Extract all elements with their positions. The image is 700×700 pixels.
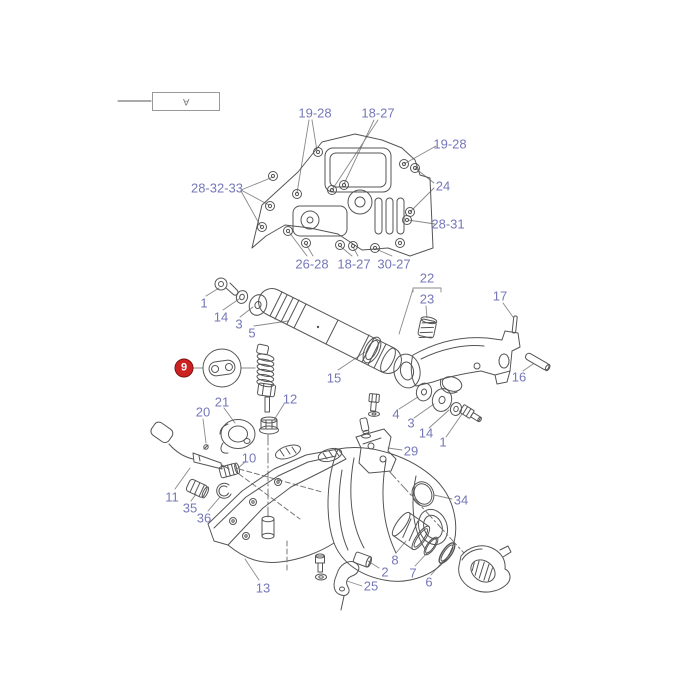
bushing-8 — [391, 511, 431, 551]
part-label-19-28-left[interactable]: 19-28 — [298, 105, 332, 121]
part-label-6[interactable]: 6 — [425, 574, 433, 590]
part-label-30-27[interactable]: 30-27 — [377, 256, 411, 272]
part-label-8[interactable]: 8 — [391, 552, 399, 568]
part-drawing-rocker-arm — [393, 315, 551, 423]
part-label-26-28[interactable]: 26-28 — [295, 256, 329, 272]
drawing-number-box: 1-WP-51-009-A — [152, 92, 220, 111]
part-label-18-27-top[interactable]: 18-27 — [361, 105, 395, 121]
part-label-4[interactable]: 4 — [392, 406, 400, 422]
part-label-13[interactable]: 13 — [255, 580, 271, 596]
part-drawing-ring-36 — [216, 482, 232, 499]
part-drawing-cover-plate-21 — [203, 419, 256, 454]
part-drawing-rockshaft — [214, 277, 402, 374]
nut-12 — [259, 416, 279, 435]
part-label-35[interactable]: 35 — [182, 500, 198, 516]
part-label-17[interactable]: 17 — [492, 288, 508, 304]
part-drawing-seal-group — [388, 470, 512, 593]
part-label-15[interactable]: 15 — [326, 370, 342, 386]
part-drawing-cable-11 — [150, 421, 230, 470]
part-label-21[interactable]: 21 — [214, 394, 230, 410]
snap-ring-6 — [438, 542, 456, 564]
part-label-29[interactable]: 29 — [403, 443, 419, 459]
ring-7 — [423, 536, 439, 556]
ring-15 — [362, 336, 382, 364]
part-label-23[interactable]: 23 — [419, 291, 435, 307]
oring-34 — [411, 481, 435, 507]
part-drawing-sensor-assembly — [202, 343, 279, 540]
part-label-28-32-33[interactable]: 28-32-33 — [190, 180, 244, 196]
part-drawing-top-cover — [251, 133, 434, 257]
part-label-11[interactable]: 11 — [165, 489, 179, 505]
part-drawing-housing-13 — [207, 444, 457, 582]
part-label-10[interactable]: 10 — [241, 450, 257, 466]
plug-23 — [417, 316, 438, 339]
part-label-16[interactable]: 16 — [511, 369, 527, 385]
part-label-5-shaft[interactable]: 5 — [248, 325, 256, 341]
screw-20 — [203, 444, 209, 450]
part-label-20[interactable]: 20 — [195, 404, 211, 420]
part-label-25[interactable]: 25 — [363, 578, 379, 594]
part-label-24[interactable]: 24 — [435, 178, 451, 194]
part-label-18-27-bottom[interactable]: 18-27 — [337, 256, 371, 272]
part-label-12[interactable]: 12 — [282, 391, 298, 407]
end-cap — [458, 545, 512, 593]
part-label-36[interactable]: 36 — [196, 510, 212, 526]
bolt-1-arm — [459, 404, 482, 423]
part-label-28-31[interactable]: 28-31 — [431, 216, 465, 232]
part-label-7[interactable]: 7 — [409, 565, 417, 581]
part-label-2[interactable]: 2 — [381, 564, 389, 580]
part-label-14-shaft[interactable]: 14 — [213, 309, 229, 325]
part-label-1-arm[interactable]: 1 — [439, 434, 447, 450]
part-label-3-shaft[interactable]: 3 — [235, 316, 243, 332]
part-label-3-arm[interactable]: 3 — [407, 415, 415, 431]
part-label-14-arm[interactable]: 14 — [418, 425, 434, 441]
part-drawing-coupler-10 — [218, 462, 323, 520]
part-label-1-shaft[interactable]: 1 — [200, 295, 208, 311]
part-label-9[interactable]: 9 — [174, 358, 194, 378]
pin-17 — [511, 315, 518, 334]
part-drawing-bracket-29 — [355, 393, 397, 474]
part-drawing-plug-2 — [352, 551, 373, 568]
part-label-19-28-right[interactable]: 19-28 — [433, 136, 467, 152]
part-drawing-plug-35 — [185, 478, 210, 499]
cover-bolts — [257, 147, 420, 253]
part-label-22[interactable]: 22 — [419, 270, 435, 286]
part-label-34[interactable]: 34 — [453, 492, 469, 508]
pin-16 — [525, 352, 551, 372]
